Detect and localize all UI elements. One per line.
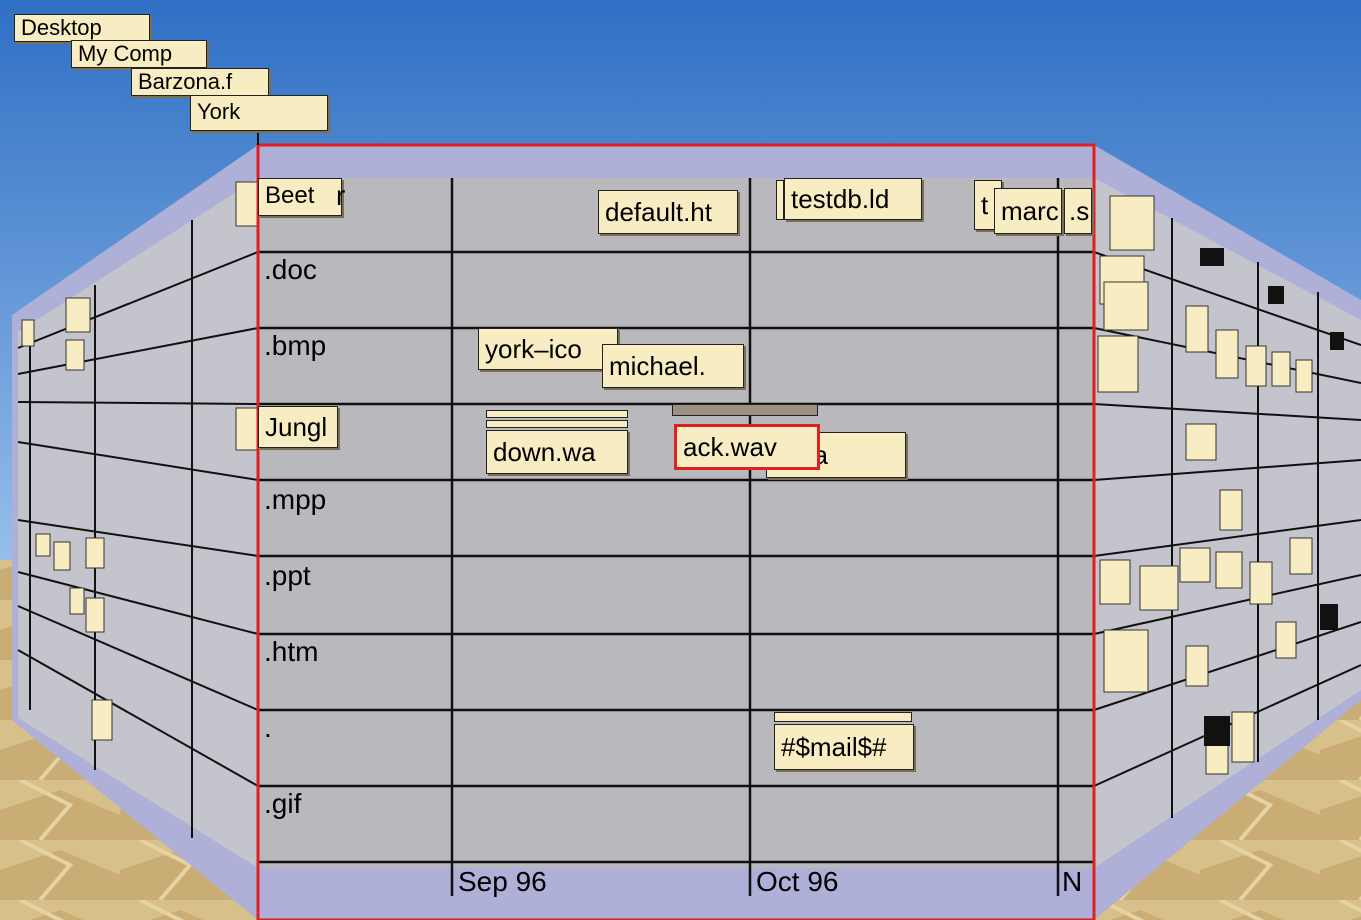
doc-beet[interactable]: Beet: [258, 178, 342, 216]
doc-testdb[interactable]: testdb.ld: [784, 178, 922, 220]
doc-ack-wav-selected[interactable]: ack.wav: [674, 424, 820, 470]
right-wall: [1093, 145, 1361, 920]
doc-down-wa[interactable]: down.wa: [486, 430, 628, 474]
column-label-sep-96: Sep 96: [458, 866, 547, 897]
row-label-bmp: .bmp: [264, 330, 327, 361]
row-label-mpp: .mpp: [264, 484, 327, 515]
breadcrumb-barzona[interactable]: Barzona.f: [131, 68, 269, 96]
doc-testdb-stack: [776, 180, 784, 220]
doc-ack-wav-stack: [672, 404, 818, 416]
row-label-ppt: .ppt: [264, 560, 311, 591]
left-wall: [12, 145, 259, 920]
column-label-oct-96: Oct 96: [756, 866, 839, 897]
doc-down-wa-stack-2: [486, 420, 628, 428]
row-label-gif: .gif: [264, 788, 302, 819]
doc-york-ico[interactable]: york–ico: [478, 328, 618, 370]
front-wall-face: [258, 178, 1094, 868]
breadcrumb-my-computer[interactable]: My Comp: [71, 40, 207, 68]
row-label-dot: .: [264, 712, 272, 743]
row-label-doc: .doc: [264, 254, 317, 285]
breadcrumb-desktop[interactable]: Desktop: [14, 14, 150, 42]
front-wall-selection-outline: [256, 143, 1096, 920]
doc-down-wa-stack: [486, 410, 628, 418]
breadcrumb-york[interactable]: York: [190, 95, 328, 131]
doc-marc-s[interactable]: .s: [1064, 188, 1092, 234]
column-label-nov: N: [1062, 866, 1083, 897]
doc-beet-tail: r: [336, 180, 346, 211]
doc-default-ht[interactable]: default.ht: [598, 190, 738, 234]
doc-michael[interactable]: michael.: [602, 344, 744, 388]
doc-marc[interactable]: marc: [994, 188, 1062, 234]
doc-jungl[interactable]: Jungl: [258, 406, 338, 448]
doc-smail[interactable]: #$mail$#: [774, 724, 914, 770]
doc-smail-stack: [774, 712, 912, 722]
front-wall-grid: [258, 178, 1094, 896]
row-label-htm: .htm: [264, 636, 319, 667]
